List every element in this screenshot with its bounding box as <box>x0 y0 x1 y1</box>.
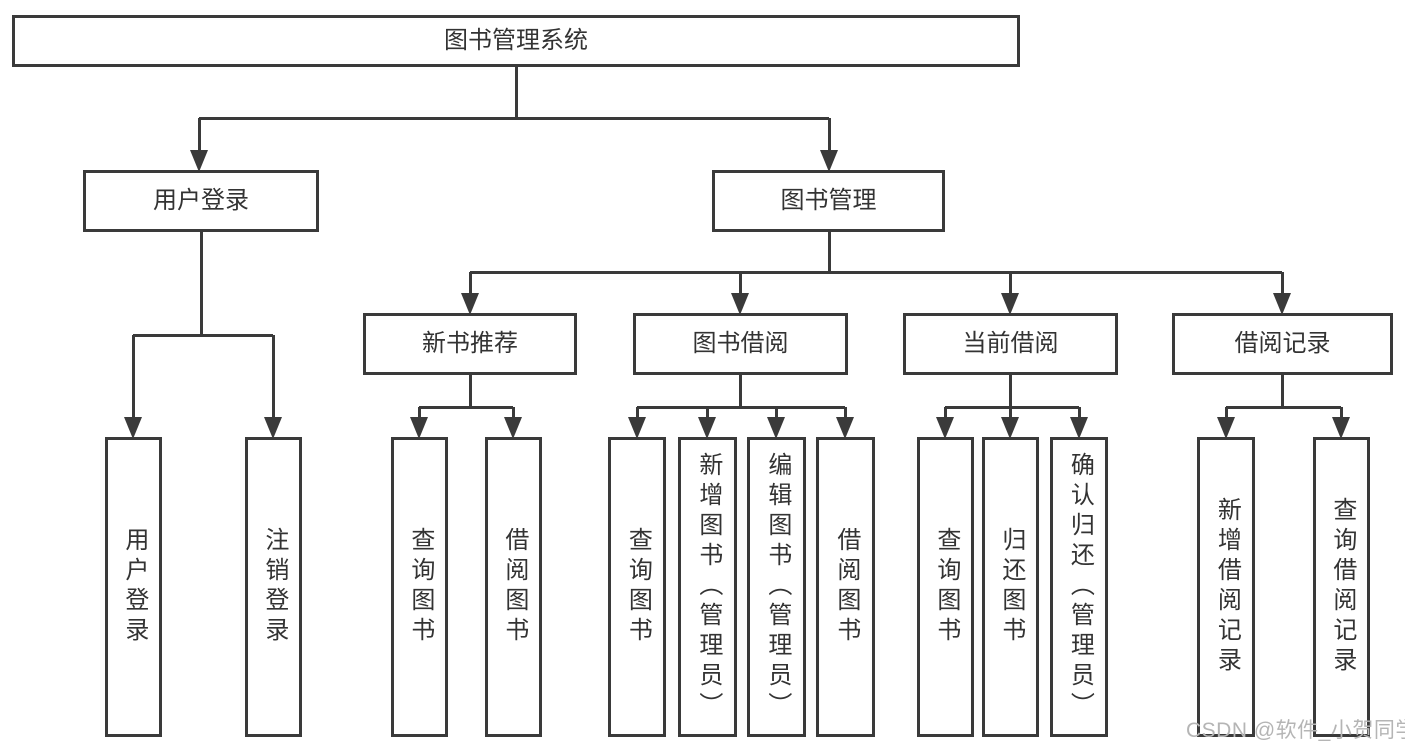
arrow-down-icon <box>264 417 282 439</box>
node-nbr-query-books: 查询图书 <box>391 437 448 737</box>
connector-line-vertical <box>418 407 421 422</box>
connector-line-horizontal <box>470 271 1282 274</box>
connector-line-vertical <box>198 118 201 155</box>
arrow-down-icon <box>410 417 428 439</box>
arrow-down-icon <box>836 417 854 439</box>
node-user-login-action: 用户登录 <box>105 437 162 737</box>
node-cb-confirm-return: 确认归还（管理员） <box>1050 437 1108 737</box>
arrow-down-icon <box>190 150 208 172</box>
node-bb-add-books: 新增图书（管理员） <box>678 437 737 737</box>
arrow-down-icon <box>504 417 522 439</box>
node-logout-action: 注销登录 <box>245 437 302 737</box>
arrow-down-icon <box>820 150 838 172</box>
node-nbr-borrow-books: 借阅图书 <box>485 437 542 737</box>
connector-line-vertical <box>200 232 203 335</box>
arrow-down-icon <box>1332 417 1350 439</box>
node-br-query-record: 查询借阅记录 <box>1313 437 1370 737</box>
connector-line-vertical <box>515 67 518 118</box>
csdn-watermark: CSDN @软件_小贺同学 <box>1186 719 1405 742</box>
connector-line-vertical <box>512 407 515 422</box>
node-new-book-recommend: 新书推荐 <box>363 313 577 375</box>
connector-line-vertical <box>469 272 472 298</box>
arrow-down-icon <box>461 293 479 315</box>
arrow-down-icon <box>1217 417 1235 439</box>
arrow-down-icon <box>1273 293 1291 315</box>
connector-line-vertical <box>272 335 275 422</box>
node-book-borrowing: 图书借阅 <box>633 313 848 375</box>
connector-line-vertical <box>739 272 742 298</box>
connector-line-vertical <box>1009 272 1012 298</box>
connector-line-horizontal <box>133 334 273 337</box>
connector-line-vertical <box>1078 407 1081 422</box>
connector-line-horizontal <box>419 406 513 409</box>
connector-line-horizontal <box>637 406 845 409</box>
connector-line-vertical <box>1281 375 1284 407</box>
connector-line-vertical <box>739 375 742 407</box>
arrow-down-icon <box>1001 417 1019 439</box>
arrow-down-icon <box>1070 417 1088 439</box>
connector-line-horizontal <box>945 406 1079 409</box>
connector-line-vertical <box>706 407 709 422</box>
connector-line-vertical <box>132 335 135 422</box>
connector-line-vertical <box>469 375 472 407</box>
arrow-down-icon <box>698 417 716 439</box>
connector-line-vertical <box>1009 407 1012 422</box>
arrow-down-icon <box>124 417 142 439</box>
node-book-management: 图书管理 <box>712 170 945 232</box>
connector-line-horizontal <box>1226 406 1341 409</box>
connector-line-vertical <box>828 118 831 155</box>
connector-line-horizontal <box>199 117 829 120</box>
connector-line-vertical <box>636 407 639 422</box>
connector-line-vertical <box>844 407 847 422</box>
connector-line-vertical <box>828 232 831 272</box>
arrow-down-icon <box>628 417 646 439</box>
node-root: 图书管理系统 <box>12 15 1020 67</box>
connector-line-vertical <box>944 407 947 422</box>
node-borrowing-records: 借阅记录 <box>1172 313 1393 375</box>
node-bb-query-books: 查询图书 <box>608 437 666 737</box>
connector-line-vertical <box>1281 272 1284 298</box>
connector-line-vertical <box>1225 407 1228 422</box>
node-br-add-record: 新增借阅记录 <box>1197 437 1255 737</box>
arrow-down-icon <box>1001 293 1019 315</box>
arrow-down-icon <box>767 417 785 439</box>
node-current-borrowing: 当前借阅 <box>903 313 1118 375</box>
arrow-down-icon <box>936 417 954 439</box>
arrow-down-icon <box>731 293 749 315</box>
node-bb-borrow-books: 借阅图书 <box>816 437 875 737</box>
node-cb-return-books: 归还图书 <box>982 437 1039 737</box>
connector-line-vertical <box>1009 375 1012 407</box>
node-bb-edit-books: 编辑图书（管理员） <box>747 437 806 737</box>
connector-line-vertical <box>1340 407 1343 422</box>
connector-line-vertical <box>775 407 778 422</box>
node-user-login: 用户登录 <box>83 170 319 232</box>
node-cb-query-books: 查询图书 <box>917 437 974 737</box>
